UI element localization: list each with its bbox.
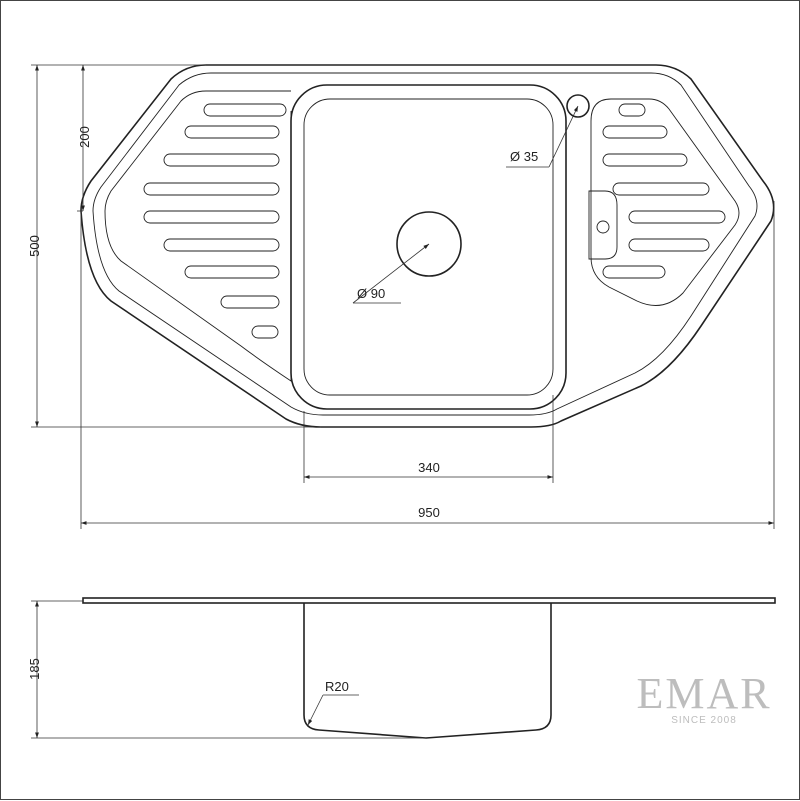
sink-outer-outline [80,64,775,428]
main-bowl-outer [290,84,567,410]
bowl-width-label: 340 [418,460,440,475]
main-drain [396,211,462,277]
left-drainboard [104,90,292,382]
groove [628,238,710,252]
overall-width-label: 950 [418,505,440,520]
overflow-slot [251,325,279,339]
groove [612,182,710,196]
drain-diameter-label: Ø 90 [357,286,385,301]
top-view: Ø 90 Ø 35 [80,64,775,428]
groove [184,125,280,139]
overflow-slot [618,103,646,117]
groove [602,153,688,167]
brand-since: SINCE 2008 [671,715,737,726]
small-drain [596,220,610,234]
tap-hole [566,94,590,118]
height-top-label: 200 [77,126,92,148]
tap-diameter-label: Ø 35 [510,149,538,164]
groove [602,125,668,139]
main-bowl-inner [303,98,554,396]
drain-leader [352,243,430,304]
brand-logo: EMAR SINCE 2008 [636,669,771,726]
brand-name: EMAR [636,669,771,718]
radius-leader [307,694,324,726]
groove [143,210,280,224]
side-view: 185 R20 [27,597,776,739]
sink-inner-rim [92,72,758,416]
groove [184,265,280,279]
small-bowl [588,190,618,260]
groove [203,103,287,117]
groove [220,295,280,309]
right-drainboard [588,98,740,306]
groove [143,182,280,196]
side-bowl-profile [303,603,552,739]
groove [163,153,280,167]
left-drainboard-edge [104,90,292,382]
depth-label: 185 [27,658,42,680]
top-dimensions: 500 200 340 950 [27,64,775,529]
tap-leader [548,105,579,168]
side-rim [82,597,776,604]
radius-label: R20 [325,679,349,694]
height-total-label: 500 [27,235,42,257]
groove [628,210,726,224]
groove [602,265,666,279]
right-area-outline [590,98,740,306]
groove [163,238,280,252]
